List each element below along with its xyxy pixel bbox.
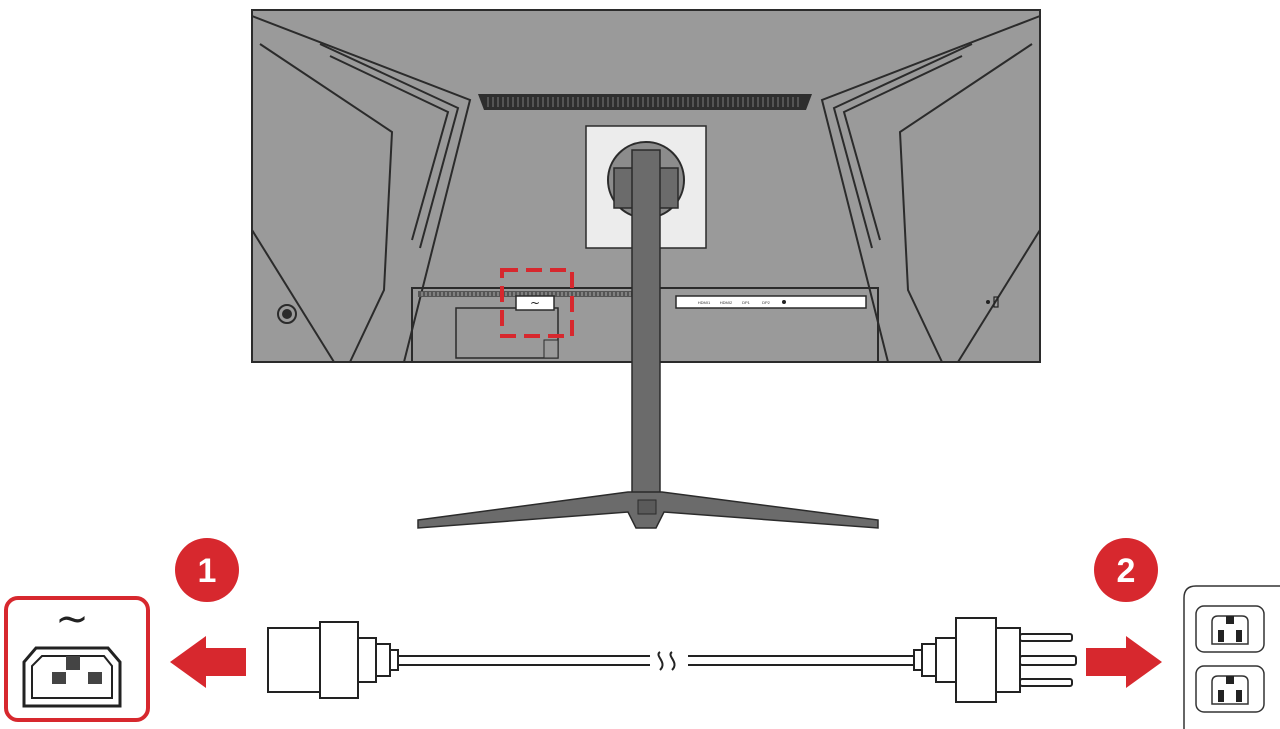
monitor-power-port-symbol: ~ xyxy=(530,296,540,310)
stand-neck xyxy=(631,149,661,501)
step-2-marker: 2 xyxy=(1094,538,1158,602)
lower-vent-strip xyxy=(418,291,654,297)
outlet-receptacle-bottom xyxy=(1195,665,1265,713)
arrow-left-icon xyxy=(170,636,246,688)
plug-prong xyxy=(1019,655,1077,666)
port-label-hdmi2: HDMI2 xyxy=(720,300,733,305)
cable-break-icon xyxy=(657,651,664,671)
left-panel-contours xyxy=(251,15,472,363)
step-2-number: 2 xyxy=(1117,552,1136,590)
monitor-power-port: ~ xyxy=(515,295,555,311)
step-1-number: 1 xyxy=(198,552,217,590)
port-label-dp2: DP2 xyxy=(762,300,771,305)
numbered-circle-icon xyxy=(1094,538,1158,602)
cable-iec-plug xyxy=(267,627,321,693)
wall-outlet-icon xyxy=(1183,585,1280,729)
power-cable xyxy=(267,617,1077,703)
port-label-hdmi1: HDMI1 xyxy=(698,300,711,305)
audio-jack-icon xyxy=(782,300,786,304)
port-label-dp1: DP1 xyxy=(742,300,751,305)
inlet-ac-symbol: ~ xyxy=(55,596,89,642)
video-port-strip: HDMI1 HDMI2 DP1 DP2 xyxy=(675,295,867,309)
ac-power-inlet-icon: ~ xyxy=(4,596,150,722)
right-panel-contours xyxy=(820,15,1041,363)
step-1-marker: 1 xyxy=(175,538,239,602)
top-vent-grille xyxy=(478,94,812,110)
plug-prong xyxy=(1019,678,1073,687)
joystick-button xyxy=(277,304,297,324)
cable-wall-plug xyxy=(955,617,997,703)
arrow-right-icon xyxy=(1086,636,1162,688)
plug-prong xyxy=(1019,633,1073,642)
outlet-receptacle-top xyxy=(1195,605,1265,653)
monitor-stand xyxy=(417,149,879,529)
power-port-highlight xyxy=(500,268,574,338)
label-panel xyxy=(455,307,559,359)
kensington-lock-icon xyxy=(986,296,999,308)
numbered-circle-icon xyxy=(175,538,239,602)
